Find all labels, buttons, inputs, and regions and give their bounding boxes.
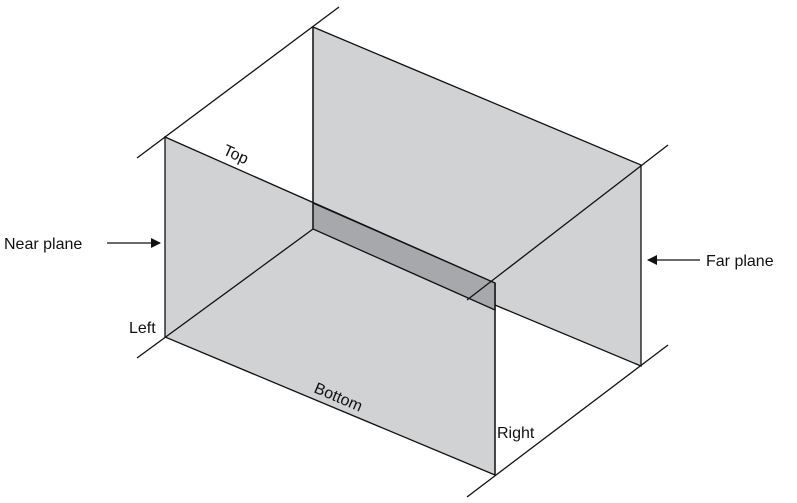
label-far-plane: Far plane <box>706 253 774 270</box>
label-left: Left <box>129 320 156 337</box>
extension-line-bottom-right <box>466 344 669 498</box>
edge-lines <box>107 6 700 498</box>
label-near-plane: Near plane <box>4 236 82 253</box>
label-right: Right <box>497 425 535 442</box>
extension-line-top-left <box>136 6 340 159</box>
edge-left-bottom <box>136 228 314 359</box>
edge-right-top <box>466 144 669 301</box>
